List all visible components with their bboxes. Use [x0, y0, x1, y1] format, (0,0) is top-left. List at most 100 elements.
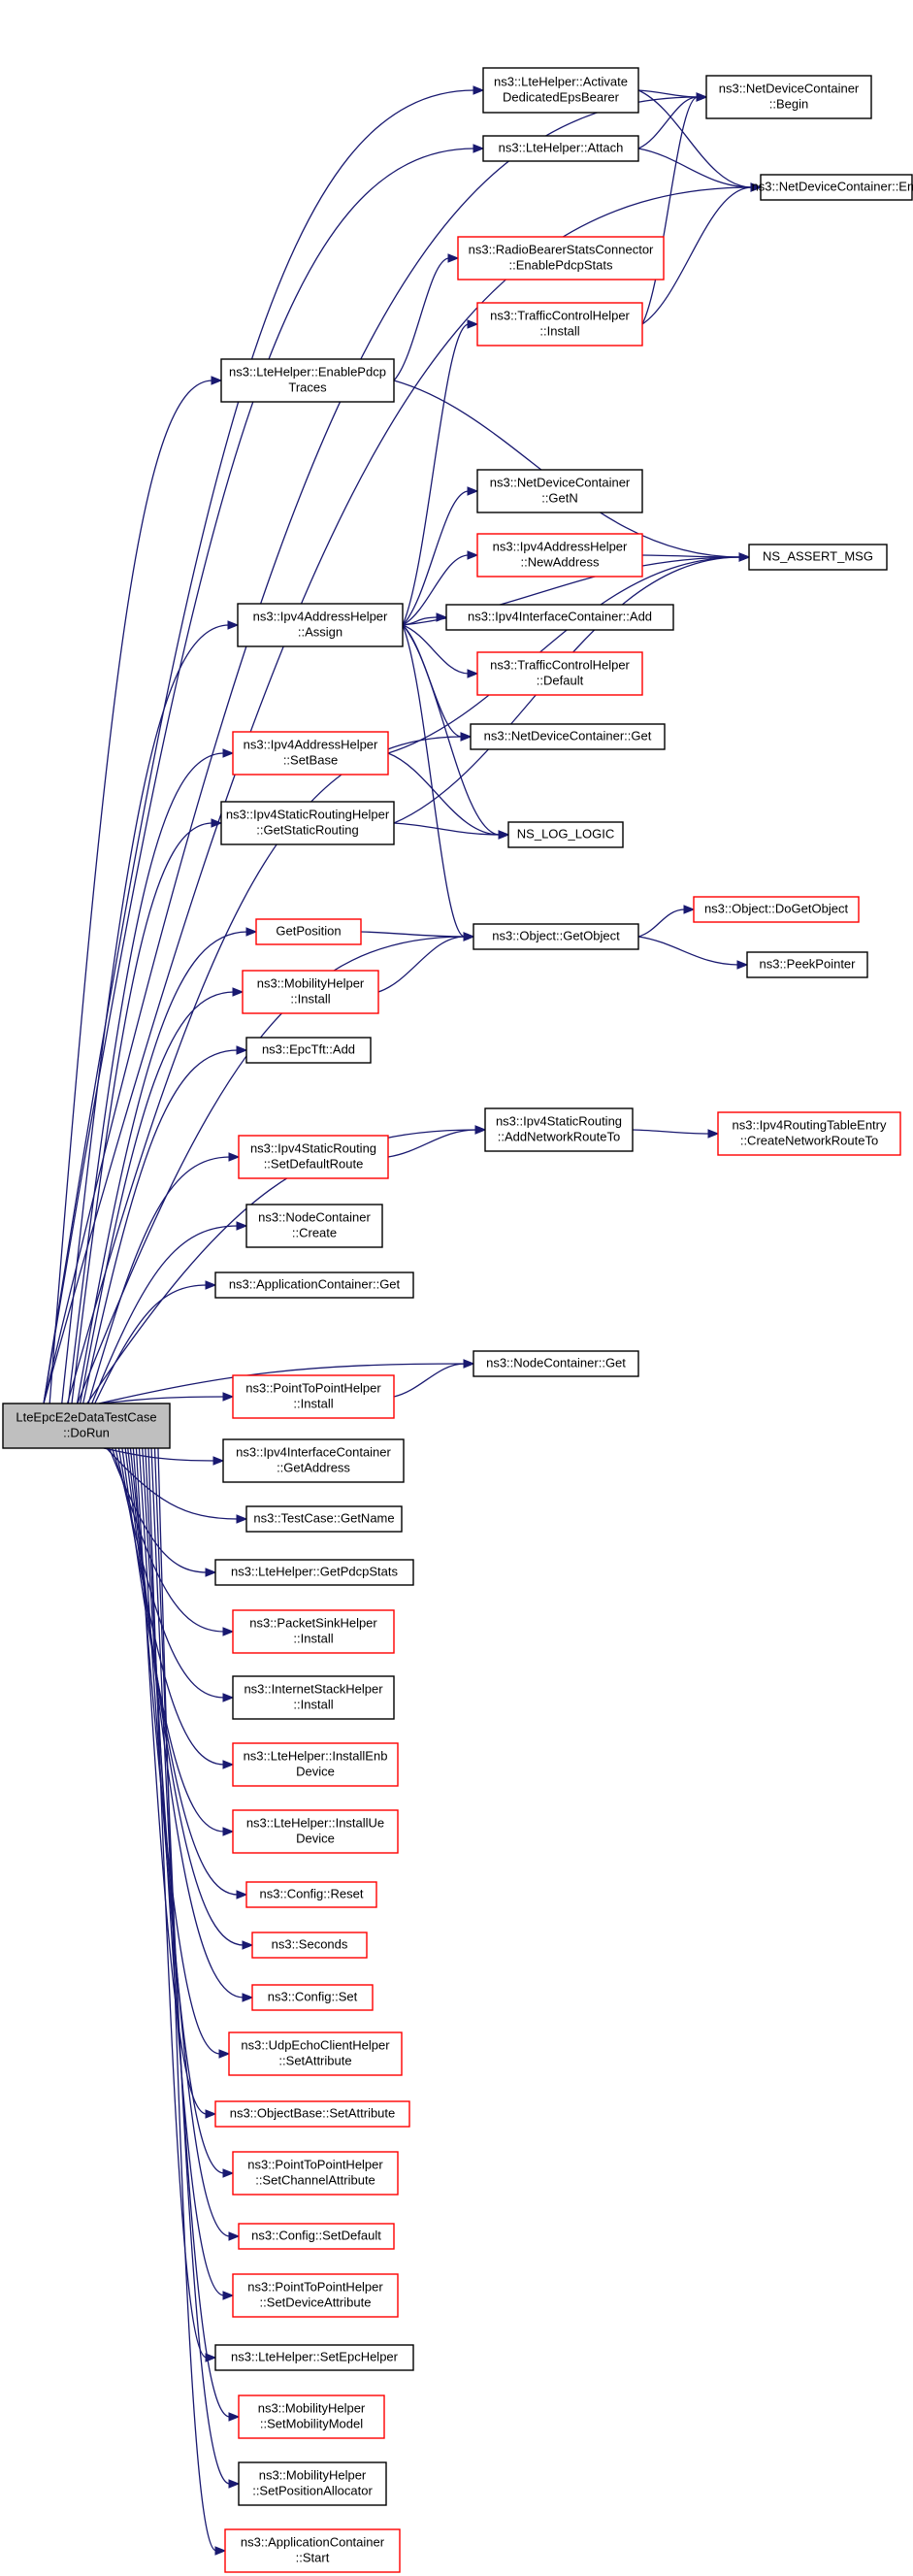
node-createNetRoute[interactable]: ns3::Ipv4RoutingTableEntry::CreateNetwor…: [717, 1111, 901, 1156]
node-ncGet[interactable]: ns3::NodeContainer::Get: [473, 1350, 639, 1377]
node-box: [220, 358, 395, 403]
edge-mobInstall-to-getObject: [377, 936, 466, 993]
node-ishInstall[interactable]: ns3::InternetStackHelper::Install: [232, 1675, 395, 1720]
node-setMobModel[interactable]: ns3::MobilityHelper::SetMobilityModel: [238, 2394, 385, 2439]
edge-getObject-to-doGetObject: [637, 908, 686, 938]
node-addNetRoute[interactable]: ns3::Ipv4StaticRouting::AddNetworkRouteT…: [484, 1107, 634, 1152]
edge-root-to-setMobModel: [150, 1447, 231, 2418]
node-label: ns3::Seconds: [272, 1936, 348, 1951]
node-ncCreate[interactable]: ns3::NodeContainer::Create: [245, 1204, 383, 1248]
edge-root-to-tcGetName: [106, 1447, 239, 1520]
node-doGetObject[interactable]: ns3::Object::DoGetObject: [693, 896, 860, 923]
node-root[interactable]: LteEpcE2eDataTestCase::DoRun: [2, 1403, 171, 1449]
node-seconds[interactable]: ns3::Seconds: [251, 1932, 368, 1959]
node-mobInstall[interactable]: ns3::MobilityHelper::Install: [242, 970, 379, 1014]
edge-assign-to-iicAdd: [402, 616, 439, 626]
node-label: ns3::LteHelper::GetPdcpStats: [231, 1564, 398, 1578]
edge-root-to-acGet: [94, 1284, 208, 1404]
node-tchDefault[interactable]: ns3::TrafficControlHelper::Default: [476, 651, 643, 696]
node-p2pSetChan[interactable]: ns3::PointToPointHelper::SetChannelAttri…: [232, 2151, 399, 2196]
node-box: [232, 1609, 395, 1654]
node-psInstall[interactable]: ns3::PacketSinkHelper::Install: [232, 1609, 395, 1654]
node-label: ns3::Object::GetObject: [492, 928, 620, 942]
node-label: ns3::LteHelper::SetEpcHelper: [231, 2349, 399, 2363]
node-acStart[interactable]: ns3::ApplicationContainer::Start: [224, 2528, 401, 2573]
node-label: ns3::LteHelper::EnablePdcp: [229, 364, 386, 379]
node-tch[interactable]: ns3::TrafficControlHelper::Install: [476, 302, 643, 347]
node-logLogic[interactable]: NS_LOG_LOGIC: [507, 821, 624, 848]
node-label: ns3::NodeContainer: [258, 1209, 371, 1224]
node-box: [748, 544, 888, 571]
node-setEpcHelper[interactable]: ns3::LteHelper::SetEpcHelper: [214, 2344, 414, 2371]
arrowhead: [205, 1280, 217, 1290]
node-obSetAttr[interactable]: ns3::ObjectBase::SetAttribute: [214, 2100, 410, 2128]
node-setPosAlloc[interactable]: ns3::MobilityHelper::SetPositionAllocato…: [238, 2461, 387, 2506]
node-acGet[interactable]: ns3::ApplicationContainer::Get: [214, 1271, 414, 1299]
node-ndcBegin[interactable]: ns3::NetDeviceContainer::Begin: [705, 75, 872, 119]
arrowhead: [218, 2049, 231, 2059]
node-box: [214, 1559, 414, 1586]
node-udpSetAttr[interactable]: ns3::UdpEchoClientHelper::SetAttribute: [228, 2031, 403, 2076]
edge-activate-to-ndcBegin: [637, 89, 699, 98]
arrowhead: [228, 2231, 241, 2241]
node-attach[interactable]: ns3::LteHelper::Attach: [482, 135, 639, 162]
node-newAddr[interactable]: ns3::Ipv4AddressHelper::NewAddress: [476, 533, 643, 578]
arrowhead: [222, 1827, 235, 1836]
node-setDefaultRoute[interactable]: ns3::Ipv4StaticRouting::SetDefaultRoute: [238, 1135, 389, 1179]
node-cfgSet[interactable]: ns3::Config::Set: [251, 1984, 374, 2011]
edge-assign-to-getObject: [402, 624, 466, 938]
edge-setDefaultRoute-to-addNetRoute: [387, 1129, 477, 1158]
node-label: ::NewAddress: [521, 554, 600, 569]
node-label: ns3::Ipv4InterfaceContainer: [236, 1444, 391, 1459]
node-iicAdd[interactable]: ns3::Ipv4InterfaceContainer::Add: [445, 604, 674, 631]
node-label: ::EnablePdcpStats: [509, 257, 613, 272]
node-label: ns3::NodeContainer::Get: [486, 1355, 626, 1370]
node-box: [251, 1932, 368, 1959]
edge-getObject-to-peekPointer: [637, 936, 739, 966]
node-box: [232, 1809, 399, 1854]
node-box: [232, 1374, 395, 1419]
node-getPdcpStats[interactable]: ns3::LteHelper::GetPdcpStats: [214, 1559, 414, 1586]
node-box: [245, 1204, 383, 1248]
node-label: ns3::MobilityHelper: [258, 2400, 366, 2415]
edge-activate-to-ndcEnd: [637, 89, 753, 188]
node-cfgReset[interactable]: ns3::Config::Reset: [245, 1881, 377, 1908]
node-label: ns3::TrafficControlHelper: [490, 657, 630, 672]
node-box: [232, 1742, 399, 1787]
node-label: ns3::PeekPointer: [759, 956, 856, 971]
node-tcGetName[interactable]: ns3::TestCase::GetName: [245, 1505, 403, 1533]
node-activate[interactable]: ns3::LteHelper::ActivateDedicatedEpsBear…: [482, 67, 639, 114]
arrowhead: [473, 144, 485, 153]
node-label: ns3::Ipv4AddressHelper: [493, 539, 628, 553]
node-peekPointer[interactable]: ns3::PeekPointer: [746, 951, 868, 978]
node-getObject[interactable]: ns3::Object::GetObject: [473, 923, 639, 950]
node-p2pSetDev[interactable]: ns3::PointToPointHelper::SetDeviceAttrib…: [232, 2273, 399, 2318]
node-iicGetAddr[interactable]: ns3::Ipv4InterfaceContainer::GetAddress: [222, 1438, 405, 1483]
node-ndcGetN[interactable]: ns3::NetDeviceContainer::GetN: [476, 469, 643, 513]
node-label: ::Install: [290, 991, 330, 1006]
node-setBase[interactable]: ns3::Ipv4AddressHelper::SetBase: [232, 731, 389, 776]
node-epcTftAdd[interactable]: ns3::EpcTft::Add: [245, 1037, 372, 1064]
arrowhead: [696, 92, 708, 102]
node-assert[interactable]: NS_ASSERT_MSG: [748, 544, 888, 571]
node-ndcEnd[interactable]: ns3::NetDeviceContainer::End: [752, 174, 913, 201]
edge-assign-to-newAddr: [402, 554, 470, 626]
node-cfgSetDefault[interactable]: ns3::Config::SetDefault: [238, 2223, 395, 2250]
node-ndcGet[interactable]: ns3::NetDeviceContainer::Get: [470, 723, 666, 750]
node-getStaticRouting[interactable]: ns3::Ipv4StaticRoutingHelper::GetStaticR…: [220, 801, 395, 845]
node-label: ns3::Ipv4InterfaceContainer::Add: [468, 609, 652, 623]
node-label: ns3::NetDeviceContainer::End: [752, 179, 913, 193]
node-label: ::Default: [537, 673, 584, 687]
node-assign[interactable]: ns3::Ipv4AddressHelper::Assign: [237, 603, 404, 647]
node-rbsc[interactable]: ns3::RadioBearerStatsConnector::EnablePd…: [457, 236, 665, 281]
node-box: [484, 1107, 634, 1152]
edge-root-to-addNetRoute: [86, 1129, 477, 1404]
arrowhead: [245, 927, 258, 937]
call-graph-nodes: LteEpcE2eDataTestCase::DoRunns3::LteHelp…: [2, 67, 913, 2573]
node-getPosition[interactable]: GetPosition: [255, 918, 362, 945]
node-p2pInstall[interactable]: ns3::PointToPointHelper::Install: [232, 1374, 395, 1419]
arrowhead: [463, 932, 475, 941]
